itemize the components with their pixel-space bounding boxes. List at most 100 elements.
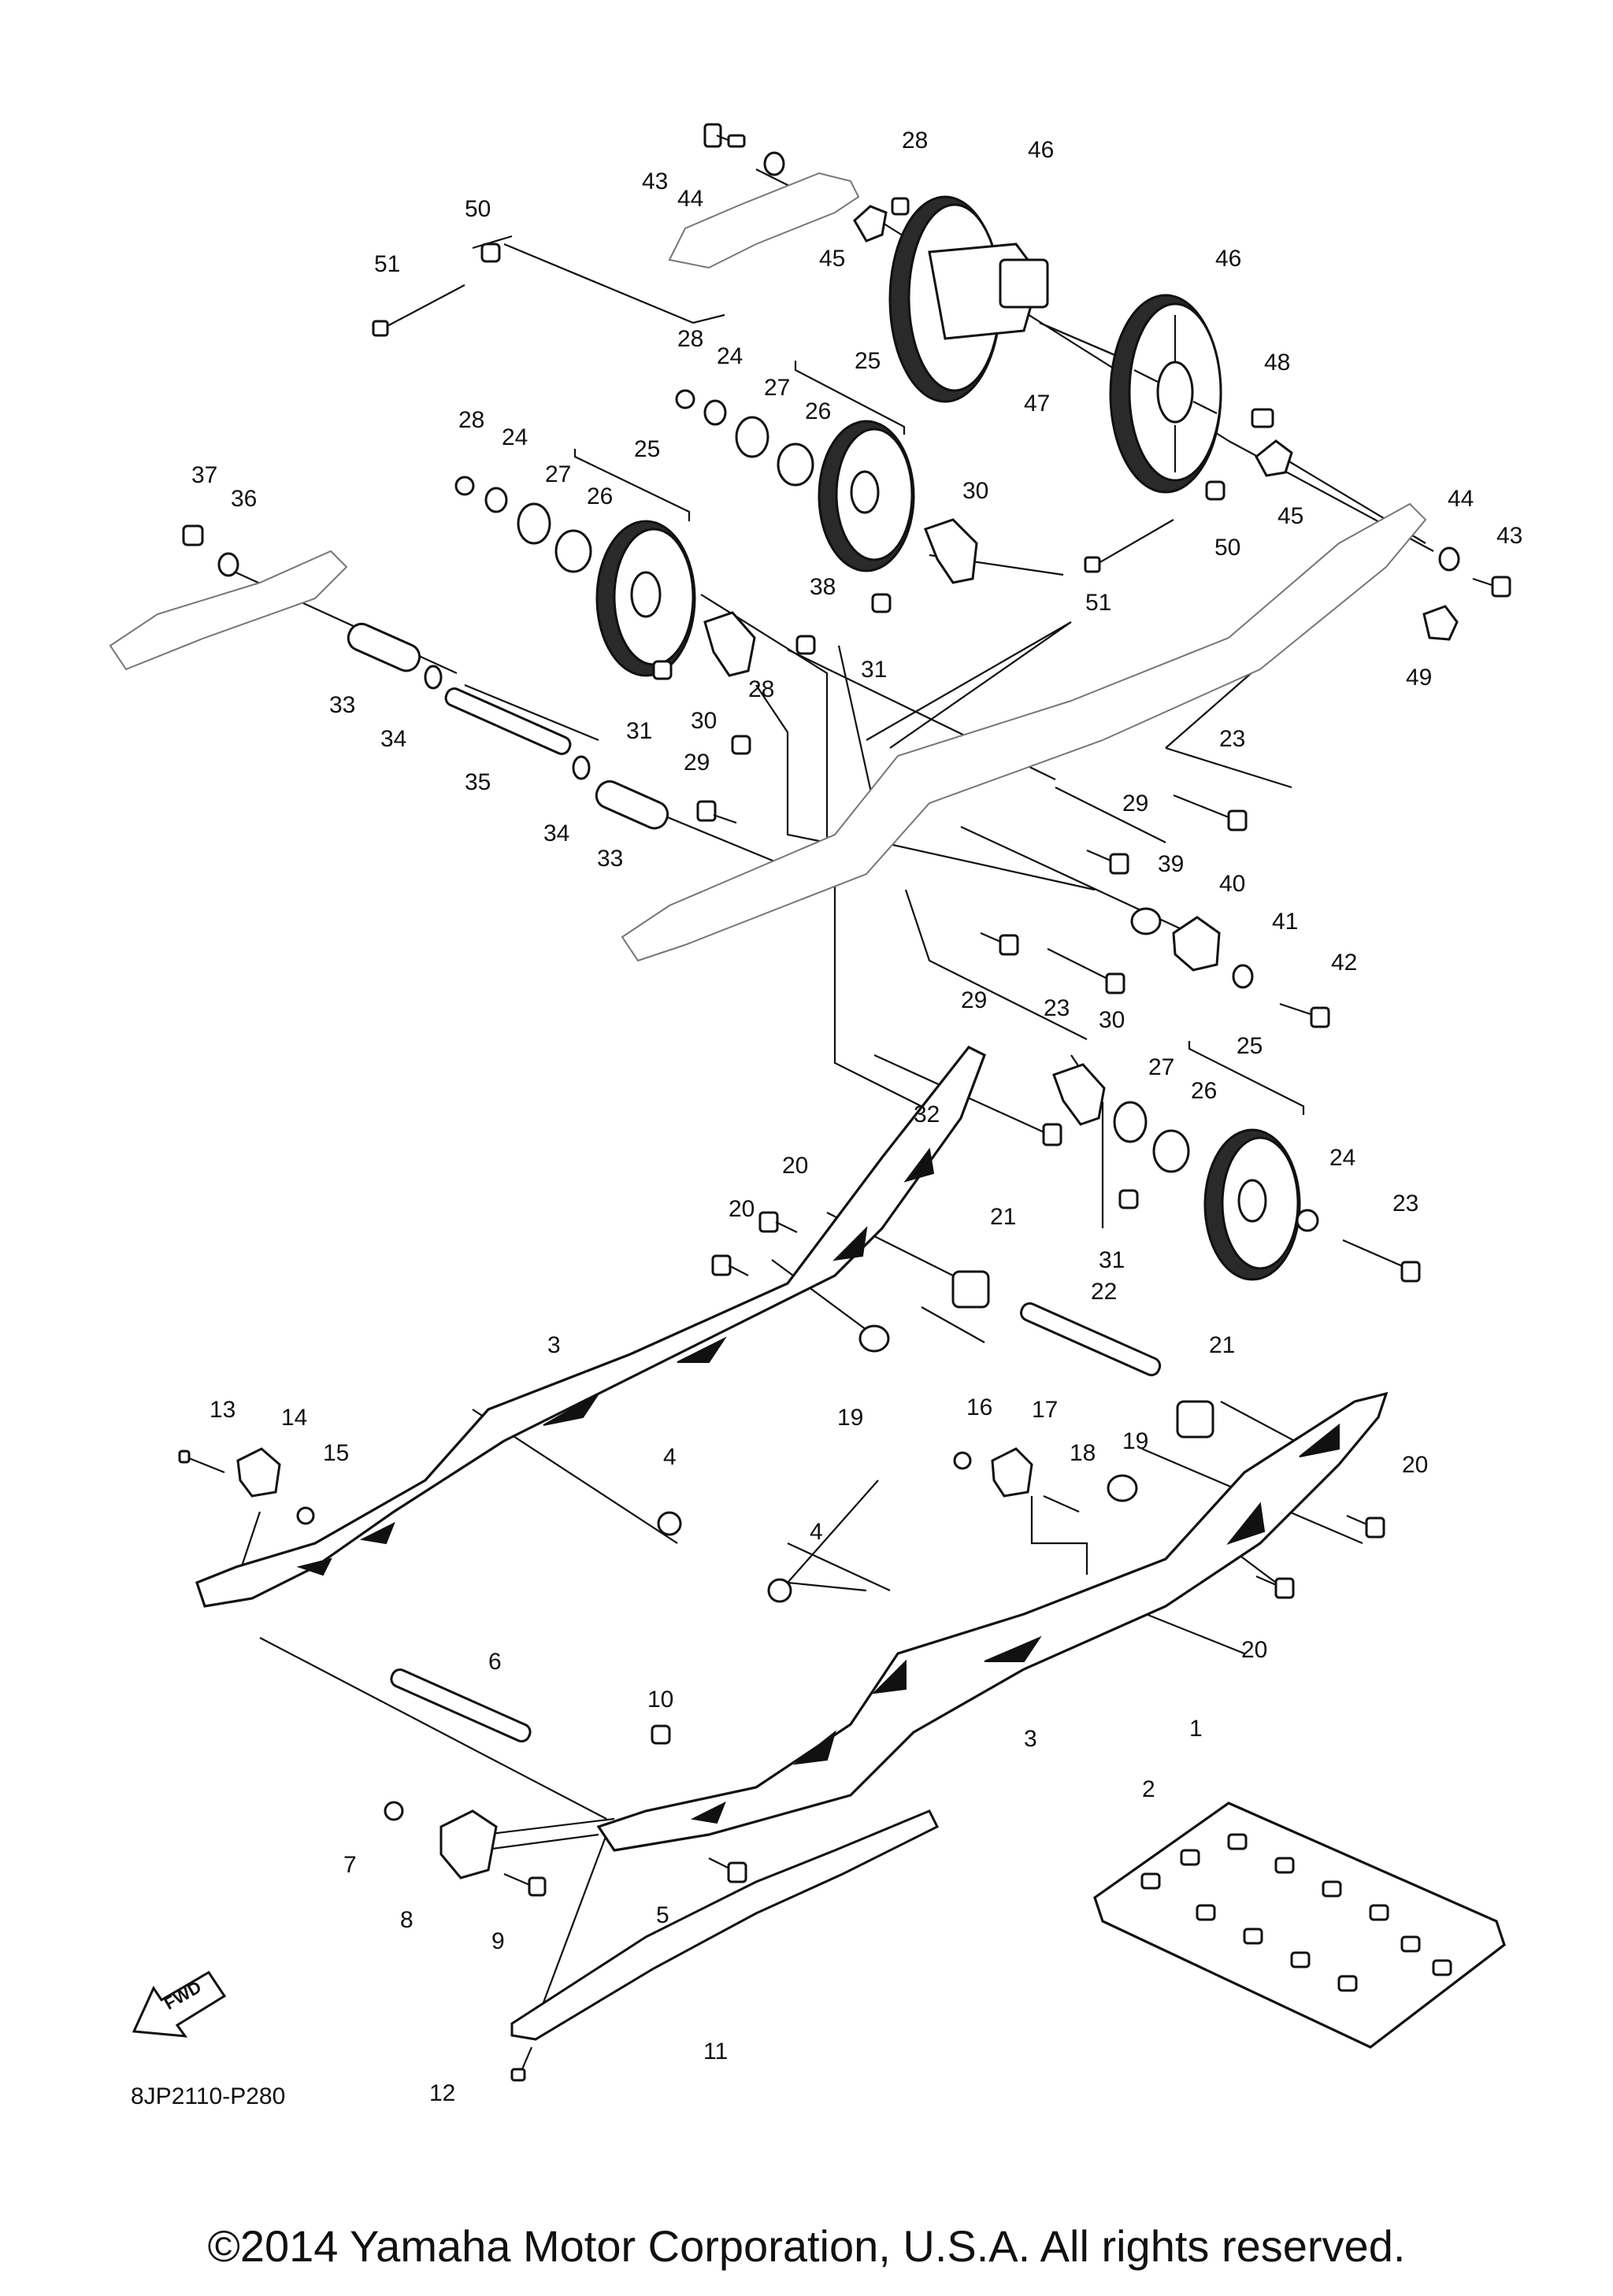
bolt-23-upper	[1173, 794, 1248, 831]
callout-25: 25	[855, 348, 881, 374]
callout-19: 19	[837, 1405, 863, 1431]
collar-19-b	[1107, 1474, 1138, 1502]
bolt-18	[1043, 1494, 1080, 1513]
callout-45: 45	[1277, 503, 1303, 529]
nut-28-middle	[731, 735, 751, 755]
callout-2: 2	[1142, 1776, 1155, 1802]
callout-44: 44	[677, 186, 703, 212]
bolt-42	[1279, 1002, 1330, 1028]
callout-27: 27	[764, 375, 790, 401]
nut-37	[182, 524, 204, 546]
diagram-code: 8JP2110-P280	[131, 2083, 285, 2109]
callout-17: 17	[1032, 1397, 1058, 1423]
idler-group-left	[454, 476, 696, 677]
slide-runner-11	[510, 1809, 940, 2041]
nut-50-left	[480, 243, 501, 263]
collar-39	[1130, 907, 1162, 935]
stopper-17	[991, 1447, 1033, 1498]
copyright-notice: ©2014 Yamaha Motor Corporation, U.S.A. A…	[207, 2221, 1406, 2271]
idler-group-middle	[675, 389, 915, 572]
callout-10: 10	[647, 1687, 673, 1713]
callout-47: 47	[1024, 391, 1050, 417]
collar-33-left	[347, 622, 421, 672]
bolt-51-right	[1084, 519, 1174, 573]
nut-7	[384, 1801, 404, 1821]
callout-23: 23	[1044, 995, 1070, 1021]
bolt-20-b	[711, 1254, 749, 1276]
collar-33-right	[595, 780, 669, 830]
callout-7: 7	[343, 1852, 357, 1878]
callout-12: 12	[429, 2080, 455, 2106]
callout-24: 24	[717, 343, 743, 369]
bolt-23-lower	[1342, 1239, 1421, 1283]
clip-45-right	[1255, 439, 1293, 477]
bolt-43-top	[703, 123, 746, 148]
callout-32: 32	[914, 1102, 940, 1128]
nut-38	[795, 635, 816, 655]
shaft-35	[444, 687, 572, 755]
shaft-22	[1020, 1302, 1162, 1376]
washer-36	[217, 552, 239, 577]
callout-42: 42	[1331, 950, 1357, 976]
block-49	[1422, 605, 1459, 641]
stopper-40	[1172, 916, 1221, 972]
callout-4: 4	[663, 1444, 677, 1470]
brackets	[182, 518, 1421, 1283]
callout-numbers: 1 2 3 3 4 4 5 6 7 8 9 10 11 12 13 14 15 …	[191, 128, 1522, 2106]
callout-21: 21	[1209, 1332, 1235, 1358]
callout-11: 11	[703, 2039, 728, 2065]
end-cap-8	[439, 1809, 498, 1879]
callout-15: 15	[323, 1440, 349, 1466]
washer-44-top	[763, 151, 785, 176]
bolt-29-upper-right	[1086, 849, 1129, 875]
washer-4-a	[657, 1511, 682, 1536]
callout-30: 30	[1099, 1007, 1125, 1033]
callout-43: 43	[1496, 523, 1522, 549]
callout-33: 33	[597, 846, 623, 872]
washer-44-right	[1438, 546, 1460, 572]
callout-14: 14	[281, 1405, 307, 1431]
bracket-30-upper	[924, 518, 978, 584]
nut-16	[953, 1451, 972, 1470]
callout-28: 28	[458, 407, 484, 433]
callout-20: 20	[1402, 1452, 1428, 1478]
bolt-5	[708, 1857, 747, 1883]
callout-41: 41	[1272, 909, 1298, 935]
callout-28: 28	[677, 326, 703, 352]
shaft-6	[390, 1668, 532, 1742]
washer-4-b	[767, 1578, 792, 1603]
bracket-30-middle	[703, 611, 756, 677]
callout-50: 50	[1214, 535, 1240, 561]
fwd-arrow-icon: FWD	[132, 1970, 227, 2038]
nut-31-middle	[652, 660, 673, 680]
callout-13: 13	[210, 1397, 235, 1423]
callout-21: 21	[990, 1204, 1016, 1230]
callout-4: 4	[810, 1519, 823, 1545]
block-21-a	[951, 1270, 990, 1309]
bolt-43-right	[1472, 576, 1511, 598]
callout-26: 26	[587, 483, 613, 509]
callout-31: 31	[1099, 1247, 1125, 1273]
callout-38: 38	[810, 574, 836, 600]
ring-34-right	[572, 755, 591, 780]
bolt-48	[1251, 408, 1274, 428]
callout-46: 46	[1215, 246, 1241, 272]
callout-29: 29	[684, 750, 710, 776]
callout-43: 43	[642, 168, 668, 194]
callout-31: 31	[861, 657, 887, 683]
callout-28: 28	[748, 676, 774, 702]
callout-3: 3	[547, 1332, 561, 1358]
callout-3: 3	[1024, 1726, 1037, 1752]
callout-16: 16	[966, 1394, 992, 1420]
ghost-rail-left	[109, 550, 348, 671]
callout-1: 1	[1189, 1716, 1203, 1742]
nut-15	[296, 1506, 315, 1525]
bolt-51-left	[372, 284, 465, 337]
callout-31: 31	[626, 718, 652, 744]
callout-23: 23	[1219, 726, 1245, 752]
callout-30: 30	[962, 478, 988, 504]
callout-39: 39	[1158, 851, 1184, 877]
callout-37: 37	[191, 462, 217, 488]
washer-41	[1232, 964, 1254, 989]
nut-10	[651, 1724, 671, 1745]
